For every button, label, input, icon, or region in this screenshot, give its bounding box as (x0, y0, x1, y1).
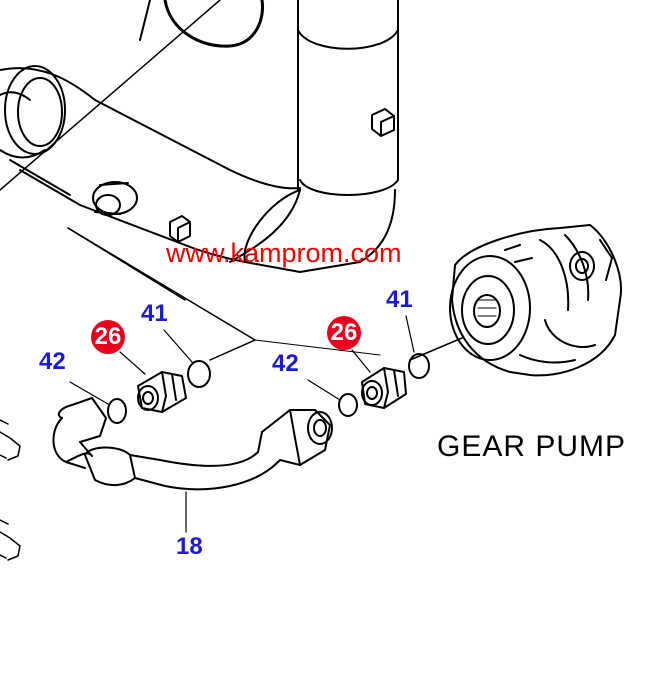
watermark-text: www.kamprom.com (166, 238, 402, 268)
callout-42-right: 42 (272, 350, 299, 377)
o-ring-41-left (187, 360, 211, 388)
callout-41-left: 41 (141, 300, 168, 327)
gear-pump (409, 224, 622, 377)
callout-18: 18 (176, 533, 203, 560)
o-ring-42-right (338, 393, 358, 417)
o-ring-42-left (107, 398, 127, 424)
edge-fittings (0, 419, 21, 561)
callout-42-left: 42 (39, 348, 66, 375)
callout-41-right: 41 (386, 286, 413, 313)
badge-26-left: 26 (91, 320, 125, 354)
gear-pump-caption: GEAR PUMP (437, 430, 627, 463)
adapter-26-left (137, 371, 187, 413)
badge-26-right: 26 (327, 316, 361, 350)
hose-assembly-18 (52, 397, 333, 491)
assembly-leader-lines (67, 227, 381, 361)
o-ring-41-right (408, 353, 430, 379)
callout-leaders (69, 315, 415, 533)
hydraulic-tank-outline (0, 0, 399, 273)
adapter-26-right (361, 367, 407, 409)
